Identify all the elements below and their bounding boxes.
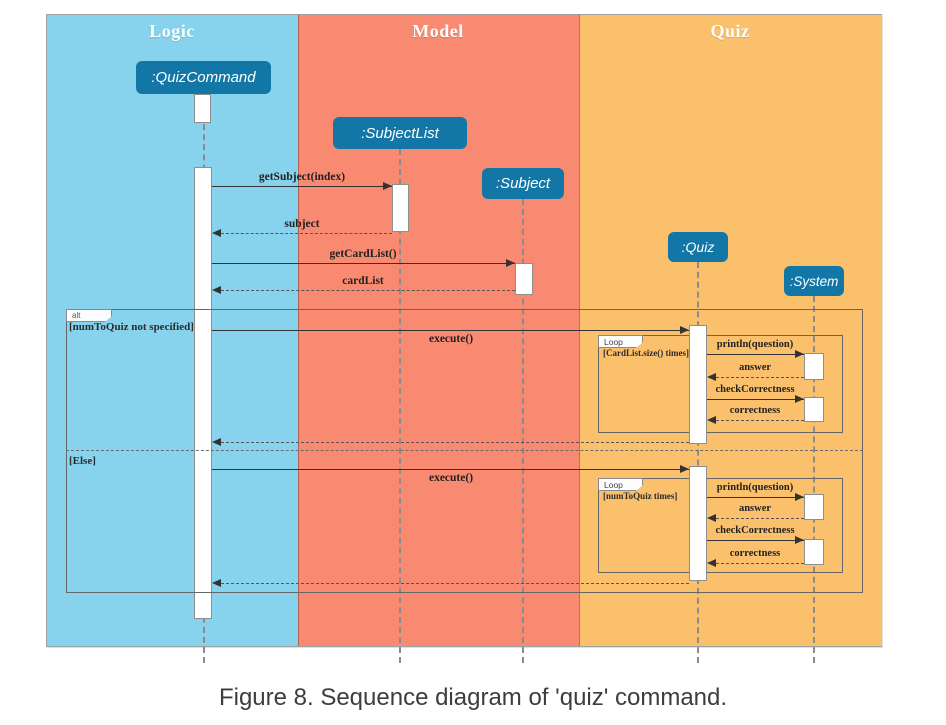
message-label: checkCorrectness <box>715 525 795 536</box>
arrowhead-icon <box>795 350 804 358</box>
message-line <box>716 563 804 564</box>
arrowhead-icon <box>707 416 716 424</box>
arrowhead-icon <box>212 579 221 587</box>
message-label: println(question) <box>716 482 794 493</box>
activation-bar <box>804 397 824 422</box>
message-line <box>707 497 804 498</box>
arrowhead-icon <box>212 286 221 294</box>
message-label: checkCorrectness <box>715 384 795 395</box>
message-label: answer <box>738 362 772 373</box>
arrowhead-icon <box>795 536 804 544</box>
arrowhead-icon <box>795 493 804 501</box>
lifeline-subject <box>522 199 524 663</box>
arrowhead-icon <box>680 465 689 473</box>
arrowhead-icon <box>707 514 716 522</box>
activation-bar <box>804 539 824 565</box>
figure-caption: Figure 8. Sequence diagram of 'quiz' com… <box>218 684 728 711</box>
loop-frame-2-guard: [numToQuiz times] <box>603 491 678 501</box>
sequence-diagram: Logic Model Quiz :QuizCommand :SubjectLi… <box>46 14 882 663</box>
activation-bar <box>194 167 212 619</box>
message-label: getCardList() <box>329 248 397 260</box>
lane-header-logic: Logic <box>149 21 195 41</box>
message-label: execute() <box>428 333 474 345</box>
alt-frame-tab: alt <box>66 309 112 322</box>
lane-header-quiz: Quiz <box>710 21 750 41</box>
lifeline-box-subject: :Subject <box>482 168 564 199</box>
alt-guard-if: [numToQuiz not specified] <box>69 321 194 333</box>
activation-bar <box>804 353 824 380</box>
lifeline-box-quiz: :Quiz <box>668 232 728 262</box>
activation-bar <box>194 94 211 123</box>
arrowhead-icon <box>506 259 515 267</box>
activation-bar <box>392 184 409 232</box>
message-line <box>212 469 689 470</box>
lifeline-subjectlist <box>399 149 401 663</box>
message-line <box>707 399 804 400</box>
message-label: correctness <box>729 405 781 416</box>
message-label: getSubject(index) <box>258 171 346 183</box>
lifeline-box-subjectlist: :SubjectList <box>333 117 467 149</box>
message-line <box>212 186 392 187</box>
message-line <box>707 540 804 541</box>
alt-guard-else: [Else] <box>69 455 96 467</box>
lifeline-box-quizcommand: :QuizCommand <box>136 61 271 94</box>
message-line <box>221 583 689 584</box>
lifeline-system <box>813 296 815 663</box>
message-line <box>221 442 689 443</box>
alt-divider <box>66 450 863 451</box>
alt-frame <box>66 309 863 593</box>
message-line <box>221 233 392 234</box>
arrowhead-icon <box>212 229 221 237</box>
loop-frame-1-tab: Loop <box>598 335 643 348</box>
message-label: subject <box>284 218 320 230</box>
message-line <box>221 290 515 291</box>
loop-frame-1-guard: [CardList.size() times] <box>603 348 689 358</box>
arrowhead-icon <box>707 559 716 567</box>
lane-header-model: Model <box>412 21 464 41</box>
message-line <box>212 330 689 331</box>
message-label: cardList <box>342 275 384 287</box>
message-line <box>212 263 515 264</box>
message-label: answer <box>738 503 772 514</box>
activation-bar <box>804 494 824 520</box>
activation-bar <box>689 325 707 444</box>
arrowhead-icon <box>680 326 689 334</box>
message-line <box>707 354 804 355</box>
arrowhead-icon <box>707 373 716 381</box>
arrowhead-icon <box>795 395 804 403</box>
lifeline-quiz <box>697 262 699 663</box>
message-label: correctness <box>729 548 781 559</box>
activation-bar <box>515 263 533 295</box>
activation-bar <box>689 466 707 581</box>
loop-frame-2 <box>598 478 843 573</box>
lifeline-box-system: :System <box>784 266 844 296</box>
message-line <box>716 518 804 519</box>
loop-frame-2-tab: Loop <box>598 478 643 491</box>
message-line <box>716 377 804 378</box>
arrowhead-icon <box>383 182 392 190</box>
message-label: execute() <box>428 472 474 484</box>
message-label: println(question) <box>716 339 794 350</box>
arrowhead-icon <box>212 438 221 446</box>
loop-frame-1 <box>598 335 843 433</box>
message-line <box>716 420 804 421</box>
